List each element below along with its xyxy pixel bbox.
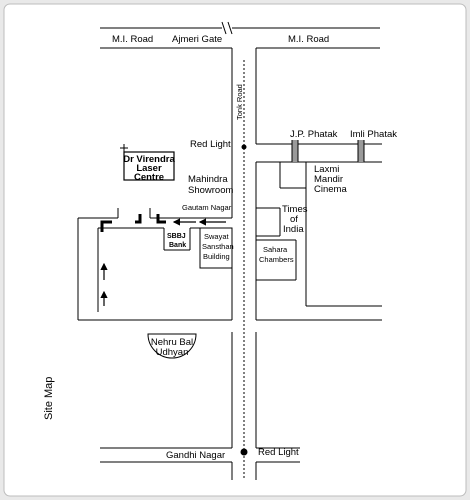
direction-arrows xyxy=(100,218,226,306)
swayat-sansthan-line3: Building xyxy=(203,252,230,261)
red-light-bottom-label: Red Light xyxy=(258,447,299,458)
clinic-marker xyxy=(120,144,175,181)
mi-road-left-label: M.I. Road xyxy=(112,34,153,45)
gandhi-nagar-road xyxy=(100,447,300,463)
sbbj-bank-line2: Bank xyxy=(169,242,186,249)
mahindra-showroom-line1: Mahindra xyxy=(188,174,228,185)
red-light-top-label: Red Light xyxy=(190,139,231,150)
times-of-india-line3: India xyxy=(283,224,304,235)
site-map-label: Site Map xyxy=(43,377,55,420)
gautam-nagar-label: Gautam Nagar xyxy=(182,203,232,212)
swayat-sansthan-line1: Swayat xyxy=(204,232,230,241)
times-of-india-line2: of xyxy=(290,214,298,225)
sbbj-bank-line1: SBBJ xyxy=(167,233,186,240)
jp-phatak-label: J.P. Phatak xyxy=(290,129,338,140)
nehru-bal-udhyan-line1: Nehru Bal xyxy=(151,337,193,348)
tonk-road xyxy=(231,48,257,480)
clinic-name-line2: Laser xyxy=(136,163,162,174)
map-paper xyxy=(3,3,467,497)
gandhi-nagar-label: Gandhi Nagar xyxy=(166,450,225,461)
swayat-sansthan-line2: Sansthan xyxy=(202,242,234,251)
mi-road-right-label: M.I. Road xyxy=(288,34,329,45)
clinic-name-line1: Dr Virendra xyxy=(123,154,175,165)
ajmeri-gate-label: Ajmeri Gate xyxy=(172,34,222,45)
right-lanes xyxy=(256,162,382,321)
red-light-top-marker xyxy=(241,144,247,150)
mahindra-showroom-line2: Showroom xyxy=(188,185,233,196)
nehru-bal-udhyan-park xyxy=(147,333,197,359)
red-light-bottom-marker xyxy=(240,448,248,456)
jp-phatak-road xyxy=(256,140,382,163)
laxmi-mandir-line3: Cinema xyxy=(314,184,347,195)
imli-phatak-label: Imli Phatak xyxy=(350,129,397,140)
laxmi-mandir-line2: Mandir xyxy=(314,174,343,185)
times-of-india-line1: Times xyxy=(282,204,308,215)
mi-road xyxy=(100,21,380,49)
nehru-bal-udhyan-line2: Udhyan xyxy=(156,347,189,358)
sahara-chambers-line2: Chambers xyxy=(259,255,294,264)
gautam-nagar-road xyxy=(77,208,233,321)
clinic-name-line3: Centre xyxy=(134,172,164,183)
tonk-road-label: Tonk Road xyxy=(235,84,244,120)
laxmi-mandir-line1: Laxmi xyxy=(314,164,339,175)
sahara-chambers-line1: Sahara xyxy=(263,245,288,254)
